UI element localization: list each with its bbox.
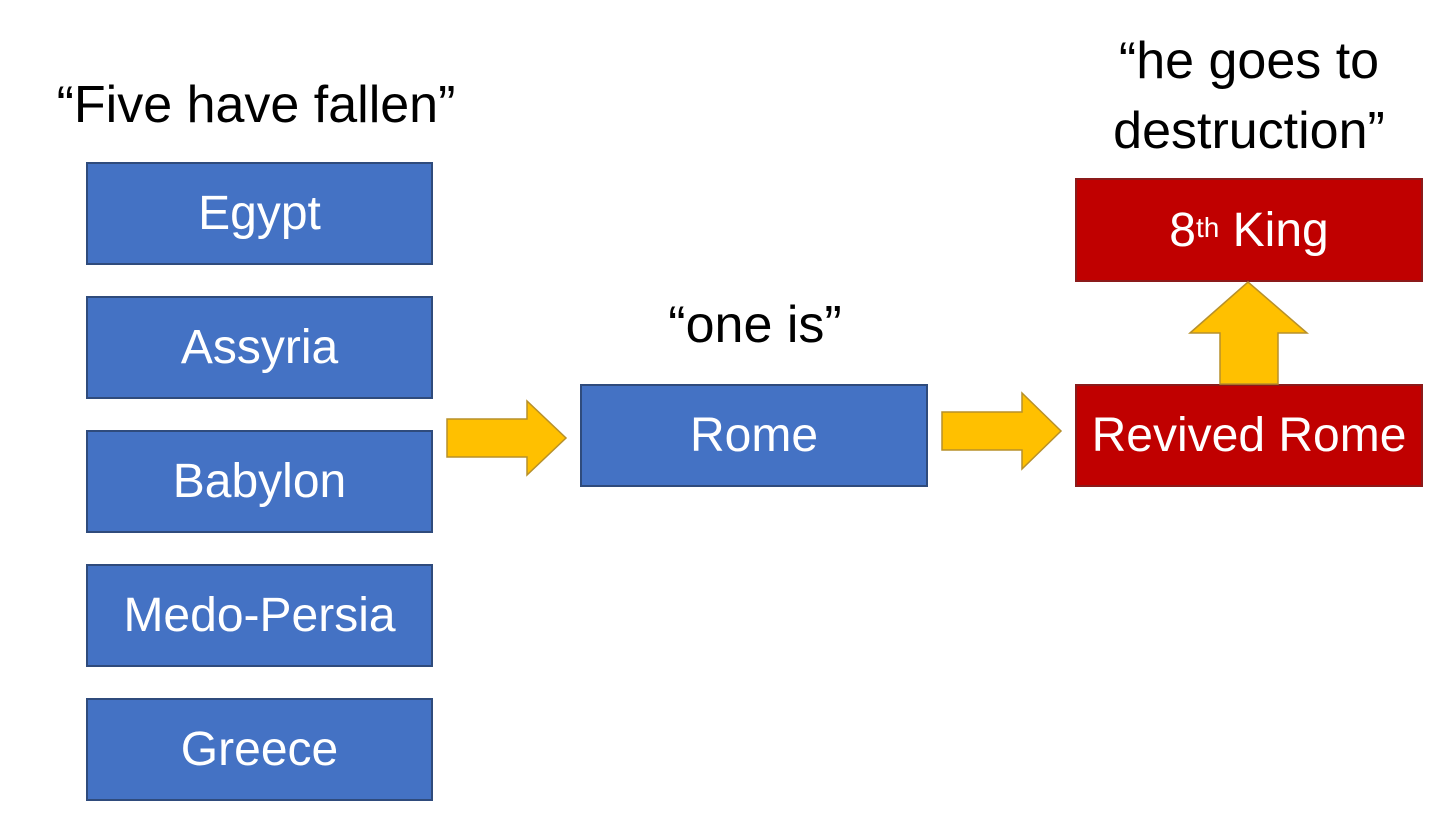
eighth-king-number: 8 bbox=[1169, 203, 1196, 257]
right-arrow-shape-1 bbox=[446, 399, 568, 477]
caption-he-goes-to-destruction: “he goes to destruction” bbox=[1076, 26, 1422, 166]
kingdom-box-assyria: Assyria bbox=[86, 296, 433, 399]
caption-destruction-line-1: “he goes to bbox=[1118, 32, 1380, 90]
caption-destruction-line-2: destruction” bbox=[1113, 102, 1385, 160]
caption-one-is: “one is” bbox=[668, 296, 842, 354]
kingdom-box-greece: Greece bbox=[86, 698, 433, 801]
caption-five-have-fallen: “Five have fallen” bbox=[56, 76, 456, 134]
kingdom-box-babylon: Babylon bbox=[86, 430, 433, 533]
eighth-king-label: King bbox=[1232, 203, 1329, 257]
eighth-king-gap bbox=[1219, 203, 1232, 258]
up-arrow-icon-to-eighth-king bbox=[1188, 281, 1310, 385]
kingdom-box-medo-persia: Medo-Persia bbox=[86, 564, 433, 667]
up-arrow-shape bbox=[1188, 281, 1310, 385]
kingdom-box-egypt: Egypt bbox=[86, 162, 433, 265]
right-arrow-icon-to-rome bbox=[446, 399, 568, 477]
kingdom-box-revived-rome: Revived Rome bbox=[1075, 384, 1423, 487]
right-arrow-icon-to-revived-rome bbox=[941, 391, 1063, 471]
kingdom-box-rome: Rome bbox=[580, 384, 928, 487]
right-arrow-shape-2 bbox=[941, 391, 1063, 471]
